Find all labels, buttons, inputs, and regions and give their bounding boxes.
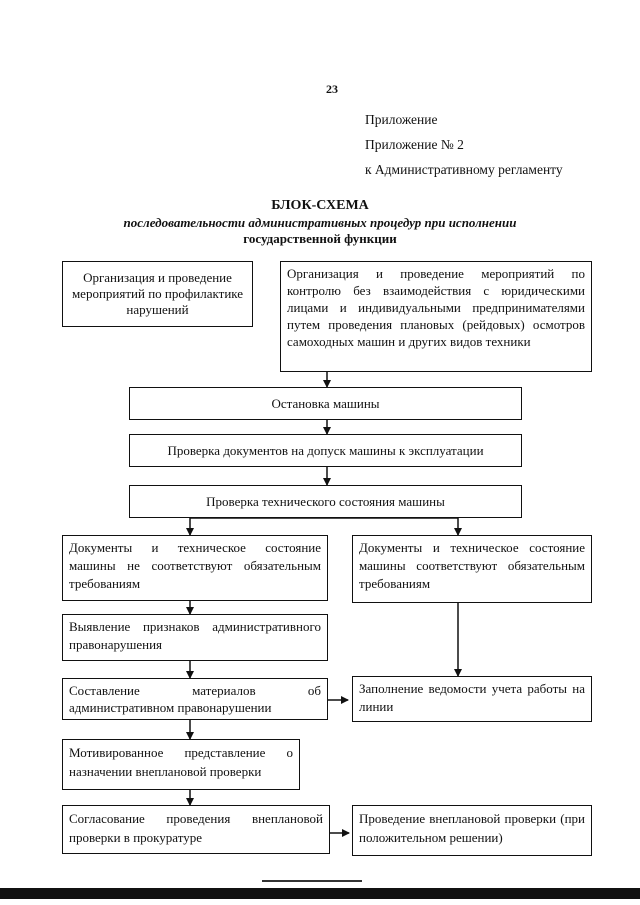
appendix-label: Приложение — [365, 112, 438, 127]
footer-rule — [262, 880, 362, 882]
box-not-compliant: Документы и техническое состояние машины… — [62, 535, 328, 601]
box-materials: Составление материалов об административн… — [62, 678, 328, 720]
box-stop-text: Остановка машины — [271, 395, 380, 411]
box-motivated: Мотивированное представление о назначени… — [62, 739, 300, 790]
diagram-title: БЛОК-СХЕМА — [271, 198, 369, 213]
page-number: 23 — [326, 82, 338, 96]
box-not-compliant-text: Документы и техническое состояние машины… — [69, 540, 321, 591]
diagram-subtitle-line1: последовательности административных проц… — [123, 215, 517, 230]
appendix-regulation: к Административному регламенту — [365, 162, 563, 177]
box-docs-check-text: Проверка документов на допуск машины к э… — [167, 442, 484, 458]
box-prevention-text: Организация и проведение мероприятий по … — [71, 270, 244, 317]
scan-bottom-edge — [0, 888, 640, 899]
box-violation-signs: Выявление признаков административного пр… — [62, 614, 328, 661]
diagram-subtitle-line2: государственной функции — [243, 231, 397, 246]
box-line-record: Заполнение ведомости учета работы на лин… — [352, 676, 592, 722]
box-line-record-text: Заполнение ведомости учета работы на лин… — [359, 681, 585, 714]
box-prevention: Организация и проведение мероприятий по … — [62, 261, 253, 327]
box-control: Организация и проведение мероприятий по … — [280, 261, 592, 372]
box-docs-check: Проверка документов на допуск машины к э… — [129, 434, 522, 467]
box-agreement-text: Согласование проведения внеплановой пров… — [69, 811, 323, 845]
box-violation-signs-text: Выявление признаков административного пр… — [69, 619, 321, 652]
appendix-number: Приложение № 2 — [365, 137, 464, 152]
box-control-text: Организация и проведение мероприятий по … — [287, 266, 585, 349]
box-stop: Остановка машины — [129, 387, 522, 420]
box-compliant: Документы и техническое состояние машины… — [352, 535, 592, 603]
box-motivated-text: Мотивированное представление о назначени… — [69, 745, 293, 779]
box-compliant-text: Документы и техническое состояние машины… — [359, 540, 585, 591]
box-tech-check-text: Проверка технического состояния машины — [206, 493, 445, 509]
box-materials-text: Составление материалов об административн… — [69, 683, 321, 715]
box-unscheduled-text: Проведение внеплановой проверки (при пол… — [359, 811, 585, 845]
box-unscheduled: Проведение внеплановой проверки (при пол… — [352, 805, 592, 856]
box-tech-check: Проверка технического состояния машины — [129, 485, 522, 518]
box-agreement: Согласование проведения внеплановой пров… — [62, 805, 330, 854]
